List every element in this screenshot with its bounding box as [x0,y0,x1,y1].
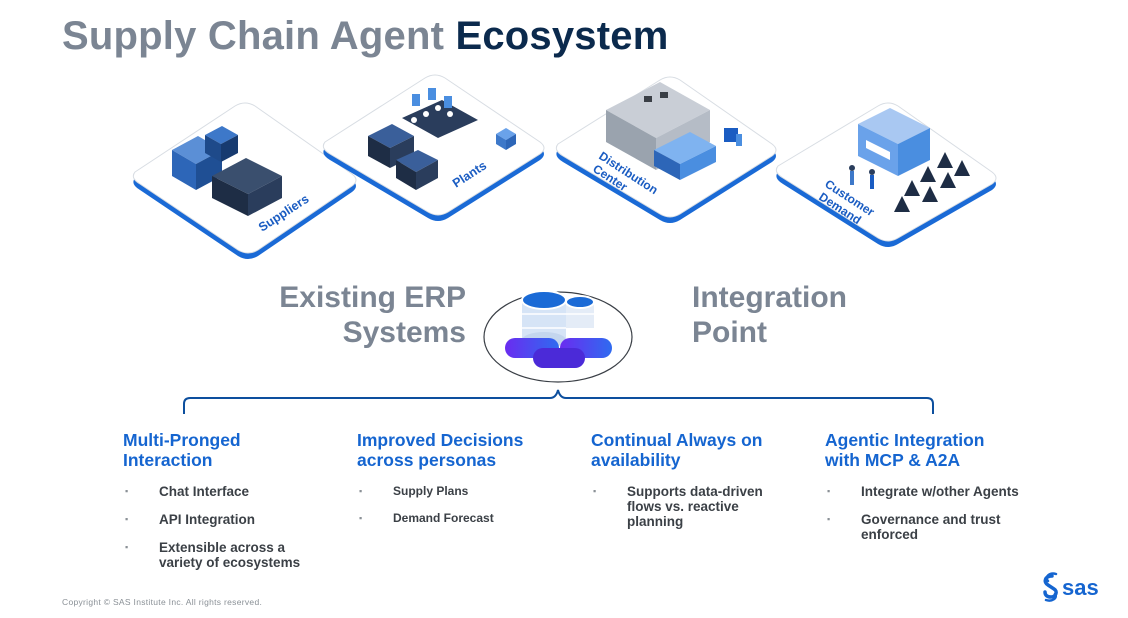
column-heading: Improved Decisions across personas [357,430,577,470]
erp-line-2: Systems [342,316,466,349]
bullet-icon: ▪ [125,486,129,496]
heading-line-2: Interaction [123,450,213,470]
heading-line-1: Continual Always on [591,430,763,450]
item-text-line-1: Supports data-driven [627,484,763,499]
column-heading: Multi-Pronged Interaction [123,430,343,470]
plants-tile [322,74,545,221]
column-improved-decisions: Improved Decisions across personas ▪ Supp… [357,430,577,538]
heading-line-2: across personas [357,450,497,470]
copyright-text: Copyright © SAS Institute Inc. All right… [62,597,263,607]
item-text: API Integration [159,512,256,527]
list-item: ▪ Supply Plans [357,484,577,499]
bullet-icon: ▪ [827,486,831,496]
forklift-icon [724,128,742,146]
logo-wordmark: sas [1062,575,1099,600]
item-text-line-2: enforced [861,527,919,542]
heading-line-1: Agentic Integration [825,430,985,450]
title-part-1: Supply Chain Agent [62,14,456,58]
list-item: ▪ API Integration [123,512,343,527]
item-text: Demand Forecast [393,511,494,525]
database-small-icon [565,295,595,328]
list-item: ▪ Integrate w/other Agents [825,484,1045,499]
bullet-icon: ▪ [125,542,129,552]
column-multi-pronged: Multi-Pronged Interaction ▪ Chat Interfac… [123,430,343,583]
integration-line-1: Integration [692,281,847,314]
list-item: ▪ Demand Forecast [357,511,577,526]
connector-pills-icon [505,338,612,368]
column-heading: Continual Always on availability [591,430,811,470]
title-part-2: Ecosystem [455,14,669,58]
item-text: Integrate w/other Agents [861,484,1019,499]
item-text-line-3: planning [627,514,684,529]
integration-line-2: Point [692,316,767,349]
server-racks-icon [368,124,438,190]
stacked-boxes-icon [212,158,282,216]
integration-point-label: Integration Point [692,280,912,350]
trees-icon [894,152,970,212]
erp-systems-label: Existing ERP Systems [260,280,466,350]
small-box-icon [496,128,516,150]
bullet-icon: ▪ [359,486,363,496]
suppliers-tile [132,102,357,259]
column-continual-availability: Continual Always on availability ▪ Suppor… [591,430,811,542]
item-text-line-2: variety of ecosystems [159,555,301,570]
heading-line-1: Improved Decisions [357,430,524,450]
bullet-icon: ▪ [359,513,363,523]
item-text-line-2: flows vs. reactive [627,499,739,514]
customer-demand-tile [775,102,997,247]
store-icon [858,108,930,176]
sas-logo: sas [1043,572,1099,602]
heading-line-1: Multi-Pronged [123,430,241,450]
item-text: Chat Interface [159,484,250,499]
bullet-icon: ▪ [593,486,597,496]
people-icon [849,165,875,189]
conveyor-icon [402,88,478,138]
crate-icon [205,126,238,162]
bracket-line [183,389,934,414]
list-item: ▪ Chat Interface [123,484,343,499]
item-text-line-1: Extensible across a [159,540,286,555]
item-text: Supply Plans [393,484,469,498]
column-heading: Agentic Integration with MCP & A2A [825,430,1045,470]
bullet-icon: ▪ [125,514,129,524]
heading-line-2: availability [591,450,681,470]
erp-line-1: Existing ERP [279,281,466,314]
item-text-line-1: Governance and trust [861,512,1001,527]
bullet-icon: ▪ [827,514,831,524]
page-title: Supply Chain Agent Ecosystem [62,14,668,59]
heading-line-2: with MCP & A2A [825,450,961,470]
column-agentic-integration: Agentic Integration with MCP & A2A ▪ Inte… [825,430,1045,555]
distribution-center-tile [555,76,777,223]
erp-hub [483,290,633,383]
truck-icon [654,132,716,180]
